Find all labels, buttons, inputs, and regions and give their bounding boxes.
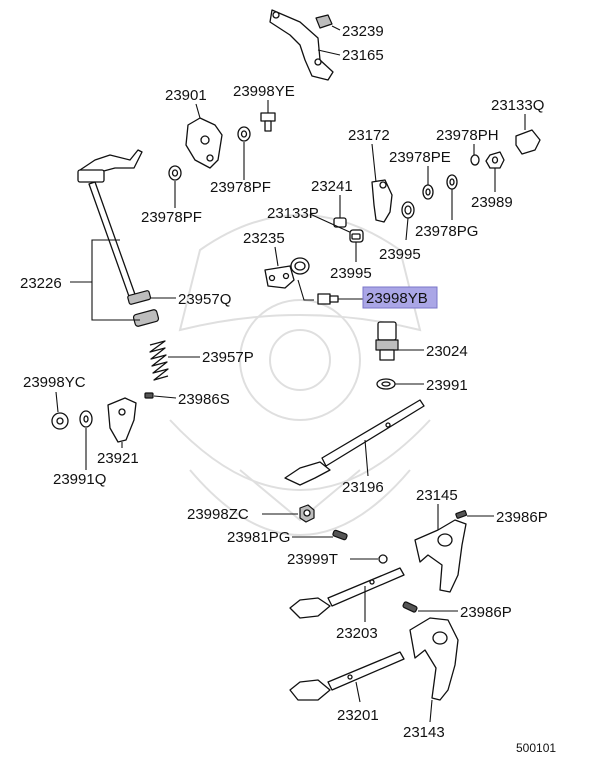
label-23998YC[interactable]: 23998YC bbox=[23, 374, 86, 391]
highlight-box bbox=[362, 286, 438, 309]
label-23235[interactable]: 23235 bbox=[243, 230, 285, 247]
bolt-23998YB[interactable] bbox=[317, 293, 339, 305]
leader bbox=[297, 279, 314, 301]
label-23203[interactable]: 23203 bbox=[336, 625, 378, 642]
label-23133Q[interactable]: 23133Q bbox=[491, 97, 544, 114]
label-23998YE[interactable]: 23998YE bbox=[233, 83, 295, 100]
cap-23133Q[interactable] bbox=[515, 129, 541, 155]
label-23143[interactable]: 23143 bbox=[403, 724, 445, 741]
label-23981PG[interactable]: 23981PG bbox=[227, 529, 290, 546]
label-23978PF-b[interactable]: 23978PF bbox=[141, 209, 202, 226]
label-23991[interactable]: 23991 bbox=[426, 377, 468, 394]
label-23995-b[interactable]: 23995 bbox=[330, 265, 372, 282]
washer-23991[interactable] bbox=[376, 378, 396, 390]
label-23172[interactable]: 23172 bbox=[348, 127, 390, 144]
leader bbox=[429, 699, 433, 723]
pin-23986S[interactable] bbox=[144, 392, 154, 399]
block-23995[interactable] bbox=[349, 229, 364, 243]
label-23133P[interactable]: 23133P bbox=[267, 205, 319, 222]
fork-23145[interactable] bbox=[414, 519, 467, 593]
label-23239[interactable]: 23239 bbox=[342, 23, 384, 40]
label-23999T[interactable]: 23999T bbox=[287, 551, 338, 568]
oring-23995[interactable] bbox=[290, 257, 310, 275]
bolt-23998YE[interactable] bbox=[260, 112, 276, 132]
label-23991Q[interactable]: 23991Q bbox=[53, 471, 106, 488]
label-23998YB[interactable]: 23998YB bbox=[366, 290, 428, 307]
leader bbox=[405, 217, 409, 241]
clip-23239[interactable] bbox=[315, 14, 333, 29]
label-23921[interactable]: 23921 bbox=[97, 450, 139, 467]
nut-23998YC[interactable] bbox=[51, 412, 69, 430]
washer-23978PF-b[interactable] bbox=[168, 165, 182, 181]
watermark-emblem bbox=[169, 214, 431, 536]
leader bbox=[364, 439, 369, 477]
label-23165[interactable]: 23165 bbox=[342, 47, 384, 64]
label-23901[interactable]: 23901 bbox=[165, 87, 207, 104]
leader bbox=[195, 103, 201, 119]
shaft-23226[interactable] bbox=[77, 149, 143, 303]
nut-23998ZC[interactable] bbox=[299, 504, 315, 523]
label-23241[interactable]: 23241 bbox=[311, 178, 353, 195]
label-23226[interactable]: 23226 bbox=[20, 275, 62, 292]
leader bbox=[274, 246, 279, 267]
washer-23978PH[interactable] bbox=[470, 154, 480, 166]
nut-23989[interactable] bbox=[485, 151, 505, 169]
label-23978PH[interactable]: 23978PH bbox=[436, 127, 499, 144]
label-23986S[interactable]: 23986S bbox=[178, 391, 230, 408]
leader bbox=[309, 213, 355, 235]
spring-23957P[interactable] bbox=[149, 340, 169, 381]
pin-23986P-a[interactable] bbox=[455, 510, 468, 519]
leader bbox=[371, 143, 377, 183]
washer-23978PF-a[interactable] bbox=[237, 126, 251, 142]
label-23986P-a[interactable]: 23986P bbox=[496, 509, 548, 526]
washer-23978PE[interactable] bbox=[422, 184, 434, 200]
leader bbox=[55, 391, 59, 413]
pin-23981PG[interactable] bbox=[332, 529, 348, 541]
ball-23999T[interactable] bbox=[378, 554, 388, 564]
leader bbox=[331, 25, 341, 31]
leader bbox=[153, 395, 177, 399]
label-23957Q[interactable]: 23957Q bbox=[178, 291, 231, 308]
label-23978PF-a[interactable]: 23978PF bbox=[210, 179, 271, 196]
label-23995-a[interactable]: 23995 bbox=[379, 246, 421, 263]
rod-23203[interactable] bbox=[289, 567, 405, 619]
lever-23901[interactable] bbox=[185, 117, 223, 169]
footer-code: 500101 bbox=[516, 741, 556, 755]
leader bbox=[317, 49, 341, 56]
lever-23172[interactable] bbox=[371, 179, 393, 223]
label-23986P-b[interactable]: 23986P bbox=[460, 604, 512, 621]
switch-23024[interactable] bbox=[375, 321, 399, 361]
label-23978PG[interactable]: 23978PG bbox=[415, 223, 478, 240]
block-23241[interactable] bbox=[333, 217, 347, 228]
fork-23143[interactable] bbox=[409, 617, 459, 701]
label-23196[interactable]: 23196 bbox=[342, 479, 384, 496]
bracket-23165[interactable] bbox=[269, 9, 334, 81]
pin-23986P-b[interactable] bbox=[402, 601, 418, 613]
rod-23196[interactable] bbox=[284, 399, 425, 486]
label-23978PE[interactable]: 23978PE bbox=[389, 149, 451, 166]
label-23024[interactable]: 23024 bbox=[426, 343, 468, 360]
leader bbox=[355, 681, 361, 703]
washer-23991Q[interactable] bbox=[79, 410, 93, 428]
washer-23978PG[interactable] bbox=[446, 174, 458, 190]
bracket-23235[interactable] bbox=[264, 265, 295, 289]
label-23201[interactable]: 23201 bbox=[337, 707, 379, 724]
label-23145[interactable]: 23145 bbox=[416, 487, 458, 504]
bushing-23995-a[interactable] bbox=[401, 201, 415, 219]
label-23957P[interactable]: 23957P bbox=[202, 349, 254, 366]
bushing-23957Q[interactable] bbox=[127, 290, 160, 327]
label-23989[interactable]: 23989 bbox=[471, 194, 513, 211]
label-23998ZC[interactable]: 23998ZC bbox=[187, 506, 249, 523]
bracket-leader-23226 bbox=[91, 239, 140, 321]
bracket-23921[interactable] bbox=[107, 397, 137, 443]
rod-23201[interactable] bbox=[289, 651, 405, 701]
